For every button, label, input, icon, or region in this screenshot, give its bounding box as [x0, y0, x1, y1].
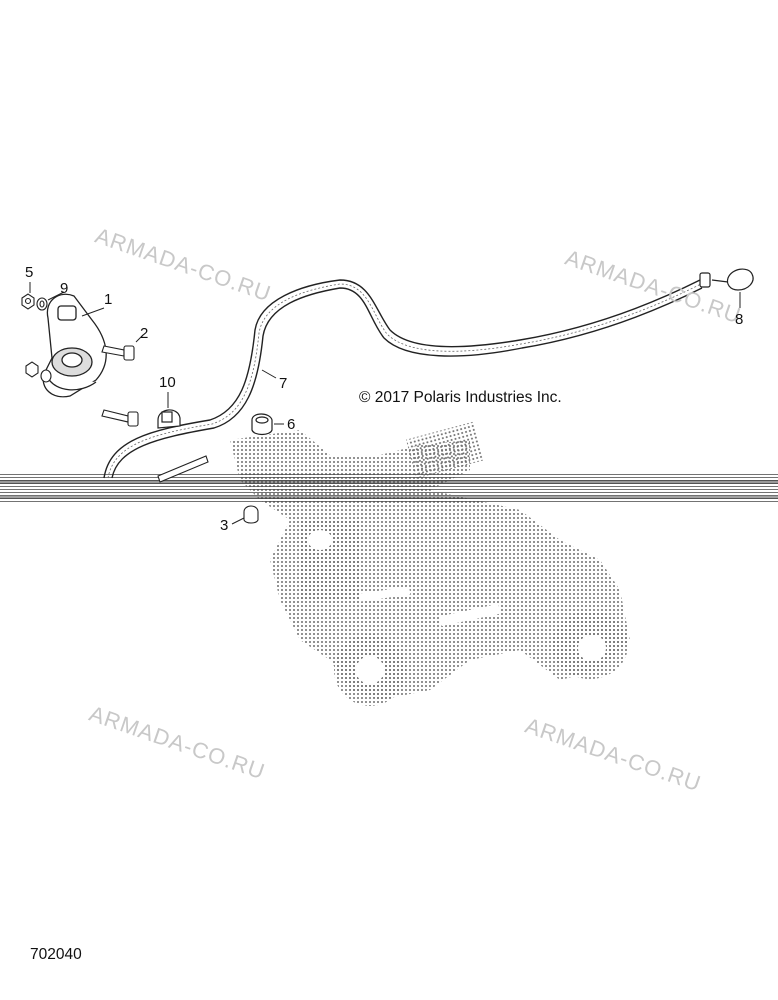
leader-9 [47, 291, 65, 301]
callout-9: 9 [60, 280, 69, 297]
engine-ghost-highlights [308, 530, 606, 684]
clamp-item-10 [157, 409, 181, 429]
callout-1: 1 [104, 291, 113, 308]
leader-2 [135, 335, 143, 343]
callout-8: 8 [735, 311, 744, 328]
callout-10: 10 [159, 374, 176, 391]
copyright-notice: © 2017 Polaris Industries Inc. [359, 389, 562, 406]
drawing-number: 702040 [30, 946, 82, 963]
linkage-rod [157, 455, 209, 483]
leader-1 [81, 307, 105, 317]
cable-end-clip [699, 268, 754, 291]
clip-item-3 [243, 505, 259, 524]
nuts-washers [21, 293, 52, 383]
callout-7: 7 [279, 375, 288, 392]
sensor-assembly [42, 293, 107, 398]
grommet-item-6 [251, 413, 273, 436]
cable-inner-stripe [107, 283, 702, 479]
engine-ghost-outline [230, 421, 630, 706]
callout-6: 6 [287, 416, 296, 433]
scan-artifact-band [0, 474, 778, 504]
callout-2: 2 [140, 325, 149, 342]
leader-3 [231, 517, 245, 525]
callout-3: 3 [220, 517, 229, 534]
bolt-clamp [101, 409, 139, 427]
leader-7 [261, 369, 277, 379]
bolt-item-2 [101, 345, 135, 361]
callout-5: 5 [25, 264, 34, 281]
cable-assembly [103, 279, 703, 479]
